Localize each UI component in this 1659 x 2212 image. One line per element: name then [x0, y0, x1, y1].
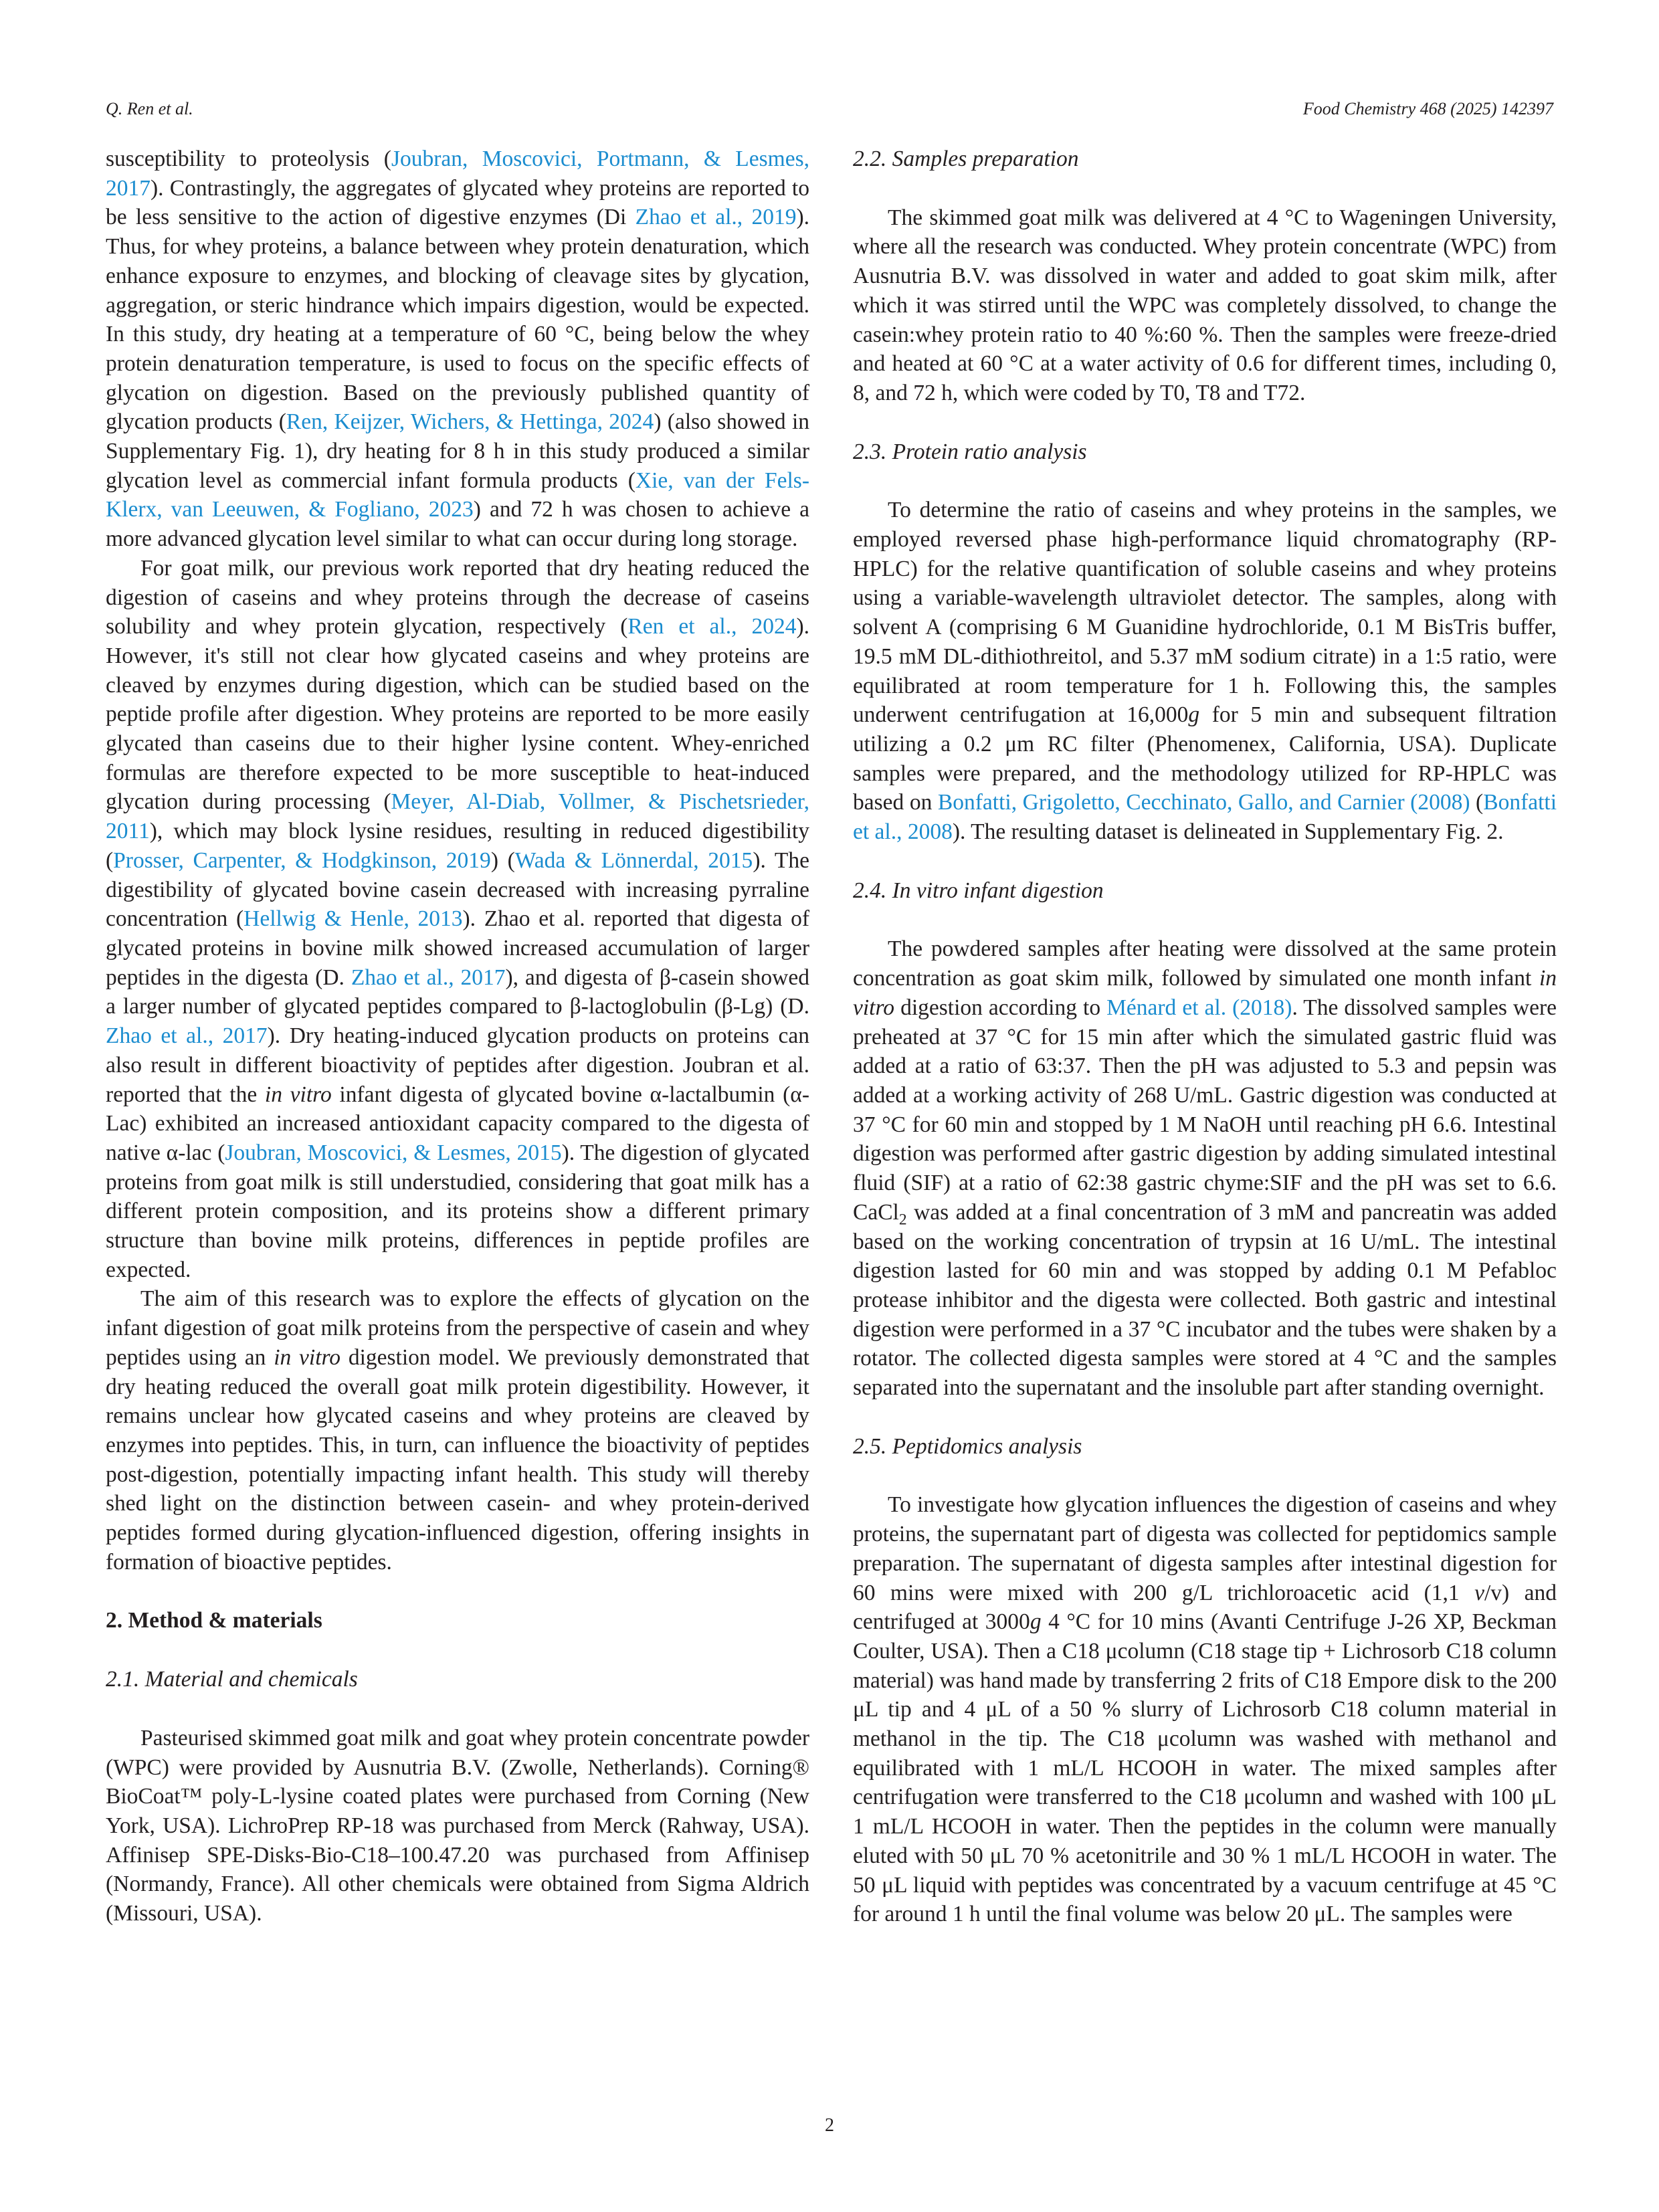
subsection-heading-samples: 2.2. Samples preparation	[853, 146, 1079, 171]
running-head-journal: Food Chemistry 468 (2025) 142397	[1302, 99, 1553, 118]
right-column: 2.2. Samples preparation The skimmed goa…	[853, 144, 1557, 1929]
citation-link[interactable]: Zhao et al., 2017	[351, 965, 506, 990]
citation-link[interactable]: Bonfatti, Grigoletto, Cecchinato, Gallo,…	[937, 790, 1470, 815]
citation-link[interactable]: Xie, van der Fels-Klerx, van Leeuwen, & …	[106, 468, 809, 522]
left-column: susceptibility to proteolysis (Joubran, …	[106, 144, 809, 1928]
citation-link[interactable]: Hellwig & Henle, 2013	[243, 906, 463, 932]
paragraph-intro-1: susceptibility to proteolysis (Joubran, …	[106, 146, 810, 552]
paragraph-samples: The skimmed goat milk was delivered at 4…	[853, 205, 1557, 405]
running-head-authors: Q. Ren et al.	[106, 99, 193, 118]
paragraph-intro-3: The aim of this research was to explore …	[106, 1286, 809, 1575]
citation-link[interactable]: Meyer, Al-Diab, Vollmer, & Pischetsriede…	[106, 789, 809, 844]
paragraph-peptidomics: To investigate how glycation influences …	[853, 1492, 1557, 1927]
subsection-heading-peptidomics: 2.5. Peptidomics analysis	[853, 1433, 1082, 1459]
citation-link[interactable]: Joubran, Moscovici, Portmann, & Lesmes, …	[106, 146, 810, 201]
citation-link[interactable]: Prosser, Carpenter, & Hodgkinson, 2019	[113, 847, 491, 873]
paragraph-materials: Pasteurised skimmed goat milk and goat w…	[106, 1725, 809, 1926]
paragraph-protein-ratio: To determine the ratio of caseins and wh…	[853, 498, 1557, 845]
page-number: 2	[825, 2115, 834, 2136]
section-heading-methods: 2. Method & materials	[106, 1608, 322, 1633]
paragraph-digestion: The powdered samples after heating were …	[853, 936, 1557, 1401]
citation-link[interactable]: Zhao et al., 2017	[106, 1023, 268, 1049]
subsection-heading-protein-ratio: 2.3. Protein ratio analysis	[853, 439, 1087, 464]
running-head: Q. Ren et al. Food Chemistry 468 (2025) …	[106, 99, 1553, 126]
paragraph-intro-2: For goat milk, our previous work reporte…	[106, 555, 809, 1282]
citation-link[interactable]: Joubran, Moscovici, & Lesmes, 2015	[225, 1140, 562, 1165]
subsection-heading-materials: 2.1. Material and chemicals	[106, 1667, 358, 1692]
citation-link[interactable]: Bonfatti et al., 2008	[853, 790, 1557, 845]
citation-link[interactable]: Zhao et al., 2019	[635, 205, 797, 230]
citation-link[interactable]: Ménard et al. (2018)	[1106, 995, 1292, 1020]
citation-link[interactable]: Ren, Keijzer, Wichers, & Hettinga, 2024	[286, 409, 654, 435]
citation-link[interactable]: Ren et al., 2024	[627, 614, 797, 639]
subsection-heading-digestion: 2.4. In vitro infant digestion	[853, 878, 1104, 903]
citation-link[interactable]: Wada & Lönnerdal, 2015	[514, 847, 753, 873]
